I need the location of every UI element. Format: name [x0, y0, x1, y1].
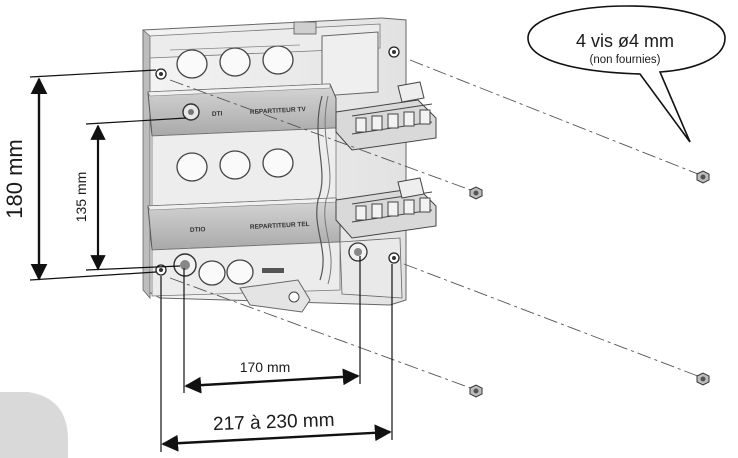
dimension-width-outer-label: 217 à 230 mm: [213, 410, 335, 435]
callout-bubble: [527, 5, 726, 143]
dimension-height-inner: 135 mm: [73, 117, 187, 271]
dimension-width-outer: 217 à 230 mm: [160, 264, 393, 452]
callout-sub-text: (non fournies): [590, 54, 661, 66]
dimension-height-outer: 180 mm: [2, 69, 157, 281]
callout-main-text: 4 vis ø4 mm: [576, 31, 674, 51]
dimension-width-inner-label: 170 mm: [240, 359, 291, 375]
terminal-block-lower: [335, 177, 437, 239]
screw-icon: [469, 186, 483, 200]
screw-icon: [696, 372, 710, 386]
label-dtio: DTIO: [190, 226, 206, 234]
dimension-height-outer-label: 180 mm: [2, 139, 27, 218]
screw-icon: [469, 384, 483, 398]
distribution-panel: DTI REPARTITEUR TV DTIO REPARTITEUR TEL: [142, 17, 437, 313]
label-repartiteur-tel: REPARTITEUR TEL: [250, 221, 310, 231]
screw-callout: 4 vis ø4 mm (non fournies): [527, 5, 726, 143]
terminal-block-upper: [335, 81, 437, 151]
dimension-width-inner: 170 mm: [183, 256, 361, 394]
decorative-grey-shape: [0, 392, 68, 458]
dimension-height-inner-label: 135 mm: [73, 172, 89, 223]
screws: [469, 170, 710, 398]
screw-icon: [696, 170, 710, 184]
label-dti: DTI: [212, 110, 223, 118]
screw-alignment-lines: [169, 59, 704, 391]
label-repartiteur-tv: REPARTITEUR TV: [250, 106, 307, 116]
